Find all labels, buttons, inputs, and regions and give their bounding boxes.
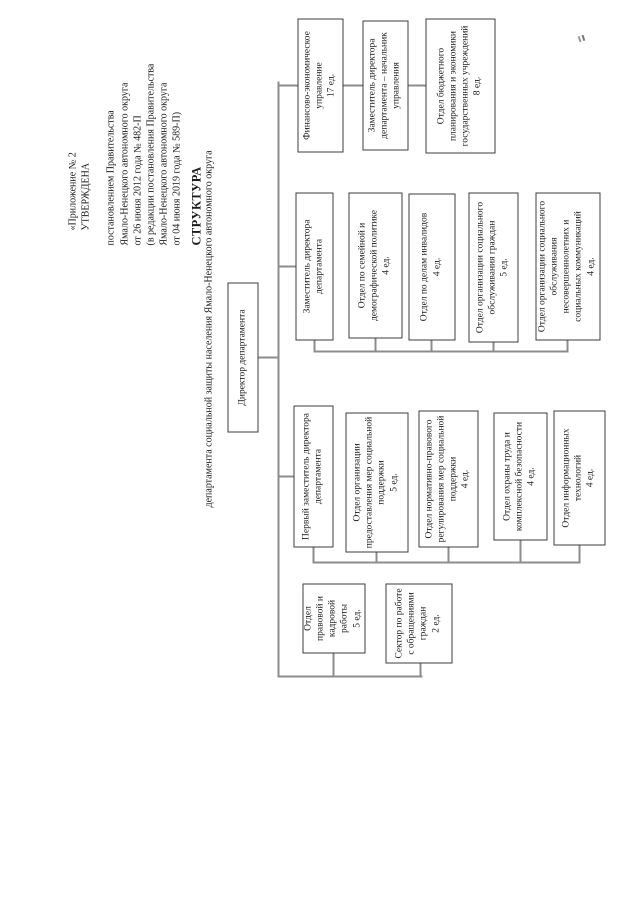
box-disabled-affairs: Отдел по делам инвалидов 4 ед. bbox=[408, 193, 455, 340]
box-legal-hr: Отдел правовой и кадровой работы 5 ед. bbox=[302, 583, 365, 653]
connector-branch3-stub bbox=[277, 84, 299, 86]
box-count: 2 ед. bbox=[430, 613, 441, 633]
box-label: Отдел бюджетного планирования и экономик… bbox=[435, 25, 470, 146]
box-label: Отдел нормативно-правового регулирования… bbox=[423, 415, 458, 542]
box-label: Первый заместитель директора департамент… bbox=[301, 412, 323, 540]
box-count: 4 ед. bbox=[585, 468, 596, 487]
box-label: Отдел информационных технологий bbox=[560, 427, 583, 528]
box-labor-safety: Отдел охраны труда и комплексной безопас… bbox=[493, 412, 547, 540]
chart-title: СТРУКТУРА bbox=[189, 165, 203, 245]
box-label: Отдел организации социального обслуживан… bbox=[474, 201, 497, 333]
box-legal-regulation: Отдел нормативно-правового регулирования… bbox=[418, 410, 478, 547]
box-label: Отдел правовой и кадровой работы bbox=[303, 595, 349, 641]
box-label: Заместитель директора департамента bbox=[302, 219, 324, 313]
box-label: Заместитель директора департамента – нач… bbox=[367, 31, 401, 139]
connector-branch1-stub-3 bbox=[519, 538, 521, 563]
box-first-deputy: Первый заместитель директора департамент… bbox=[293, 405, 333, 547]
box-label: Сектор по работе с обращениями граждан bbox=[394, 587, 428, 659]
box-count: 4 ед. bbox=[381, 255, 392, 275]
connector-branch2-stub bbox=[277, 265, 297, 267]
approval-line: от 04 июня 2019 года № 589-П) bbox=[171, 111, 183, 245]
box-count: 4 ед. bbox=[585, 256, 596, 276]
connector-branch1-ladder bbox=[312, 561, 580, 563]
box-information-technologies: Отдел информационных технологий 4 ед. bbox=[553, 410, 605, 545]
box-director: Директор департамента bbox=[227, 282, 258, 432]
approval-line: постановлением Правительства bbox=[105, 109, 117, 245]
box-count: 5 ед. bbox=[351, 608, 362, 628]
box-deputy-head-finance: Заместитель директора департамента – нач… bbox=[362, 20, 408, 150]
box-budget-planning: Отдел бюджетного планирования и экономик… bbox=[425, 18, 495, 153]
box-family-policy: Отдел по семейной и демографической поли… bbox=[348, 192, 402, 338]
approval-line: от 26 июня 2012 года № 482-П bbox=[131, 114, 143, 245]
approval-line: (в редакции постановления Правительства bbox=[145, 63, 157, 245]
connector-director-stub bbox=[258, 356, 279, 358]
scan-artifact-mark bbox=[577, 34, 585, 42]
connector-branch3-link-2 bbox=[408, 84, 426, 86]
box-label: Отдел по делам инвалидов bbox=[419, 212, 430, 321]
approval-header: «Приложение № 2 УТВЕРЖДЕНА постановление… bbox=[66, 10, 184, 245]
box-minors-communications: Отдел организации социального обслуживан… bbox=[535, 192, 600, 340]
box-label: Отдел организации социального обслуживан… bbox=[537, 200, 583, 332]
box-social-support-provision: Отдел организации предоставления мер соц… bbox=[345, 412, 408, 552]
box-finance-economics: Финансово-экономическое управление 17 ед… bbox=[297, 18, 343, 152]
box-count: 5 ед. bbox=[388, 472, 399, 492]
approval-line: «Приложение № 2 bbox=[67, 151, 78, 230]
connector-branch1-stub bbox=[277, 475, 295, 477]
connector-trunk bbox=[277, 81, 279, 677]
box-count: 8 ед. bbox=[472, 76, 483, 95]
box-label: Директор департамента bbox=[236, 308, 247, 406]
box-citizens-appeals-sector: Сектор по работе с обращениями граждан 2… bbox=[385, 583, 452, 663]
connector-branch1-stub-4 bbox=[578, 543, 580, 563]
box-label: Финансово-экономическое управление bbox=[301, 30, 324, 140]
box-count: 17 ед. bbox=[326, 73, 337, 97]
box-label: Отдел организации предоставления мер соц… bbox=[352, 416, 386, 548]
approval-line: Ямало-Ненецкого автономного округа bbox=[158, 82, 170, 245]
box-label: Отдел охраны труда и комплексной безопас… bbox=[501, 421, 524, 531]
chart-subtitle: департамента социальной защиты населения… bbox=[203, 149, 214, 507]
approval-line: Ямало-Ненецкого автономного округа bbox=[118, 82, 130, 245]
box-count: 4 ед. bbox=[432, 257, 442, 276]
box-social-services: Отдел организации социального обслуживан… bbox=[468, 192, 518, 342]
box-count: 5 ед. bbox=[499, 257, 510, 277]
box-label: Отдел по семейной и демографической поли… bbox=[356, 209, 379, 321]
connector-branch1-stub-2 bbox=[447, 545, 449, 563]
box-deputy-director: Заместитель директора департамента bbox=[295, 192, 333, 340]
approval-line: УТВЕРЖДЕНА bbox=[80, 162, 92, 230]
connector-branch2-ladder bbox=[313, 350, 568, 352]
box-count: 4 ед. bbox=[526, 466, 537, 486]
box-count: 4 ед. bbox=[460, 469, 471, 488]
connector-left-stub-1 bbox=[332, 651, 334, 677]
connector-left-ladder bbox=[277, 675, 422, 677]
connector-branch3-link-1 bbox=[343, 84, 363, 86]
connector-branch1-out bbox=[312, 545, 314, 563]
